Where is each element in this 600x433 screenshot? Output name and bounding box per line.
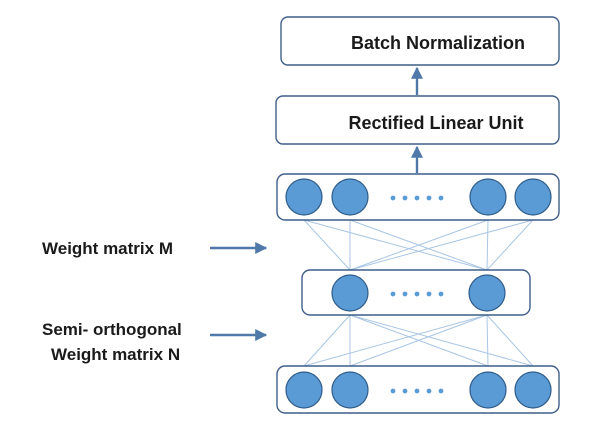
ellipsis-dot: [426, 388, 432, 394]
middle-layer-neurons: [331, 274, 506, 312]
neuron: [468, 274, 506, 312]
connection-line: [486, 314, 489, 367]
weight-matrix-n-label-line1: Semi- orthogonal: [42, 320, 182, 339]
neuron: [285, 178, 323, 216]
batch-normalization-label: Batch Normalization: [351, 33, 525, 53]
connection-line: [303, 219, 351, 271]
bottom-layer-ellipsis: [390, 388, 444, 394]
connection-line: [486, 314, 534, 367]
neuron: [285, 371, 323, 409]
top-layer-neurons: [285, 178, 552, 216]
ellipsis-dot: [402, 291, 408, 297]
weight-matrix-m-label: Weight matrix M: [42, 239, 173, 258]
weight-matrix-m-connections: [303, 219, 534, 271]
batch-normalization-box: [280, 16, 560, 66]
connection-line: [486, 219, 534, 271]
ellipsis-dot: [414, 291, 420, 297]
ellipsis-dot: [390, 291, 396, 297]
neuron: [514, 371, 552, 409]
ellipsis-dot: [390, 195, 396, 201]
ellipsis-dot: [426, 195, 432, 201]
ellipsis-dot: [438, 195, 444, 201]
connection-line: [349, 314, 488, 367]
connection-line: [303, 219, 488, 271]
neuron: [331, 371, 369, 409]
ellipsis-dot: [426, 291, 432, 297]
weight-matrix-n-label-line2: Weight matrix N: [51, 345, 180, 364]
middle-layer-ellipsis: [390, 291, 444, 297]
weight-matrix-n-connections: [303, 314, 534, 367]
ellipsis-dot: [414, 195, 420, 201]
neuron: [469, 371, 507, 409]
neuron: [469, 178, 507, 216]
ellipsis-dot: [414, 388, 420, 394]
ellipsis-dot: [390, 388, 396, 394]
neuron: [514, 178, 552, 216]
connection-line: [303, 314, 351, 367]
relu-label: Rectified Linear Unit: [348, 113, 523, 133]
bottom-layer-neurons: [285, 371, 552, 409]
connection-line: [349, 219, 534, 271]
ellipsis-dot: [438, 291, 444, 297]
top-layer-ellipsis: [390, 195, 444, 201]
ellipsis-dot: [402, 195, 408, 201]
connection-line: [349, 219, 489, 271]
ellipsis-dot: [438, 388, 444, 394]
connection-line: [303, 314, 488, 367]
relu-box: [275, 95, 560, 145]
connection-line: [349, 314, 534, 367]
neuron: [331, 178, 369, 216]
connection-line: [486, 219, 489, 271]
neuron: [331, 274, 369, 312]
ellipsis-dot: [402, 388, 408, 394]
